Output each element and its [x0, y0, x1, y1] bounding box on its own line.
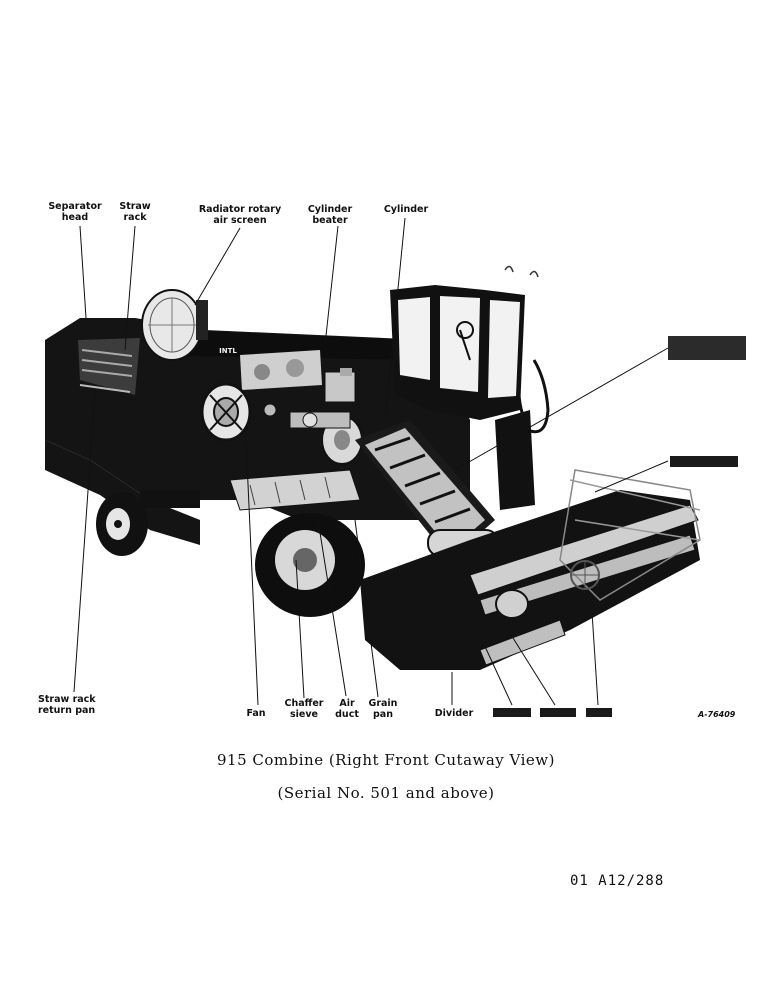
label-grain-pan-line1: Grain: [368, 698, 398, 709]
redacted-label-5: [586, 708, 612, 717]
label-radiator-screen: Radiator rotary air screen: [190, 204, 290, 226]
threshing-cylinder: [289, 411, 363, 465]
label-straw-rack-return-pan: Straw rack return pan: [38, 694, 108, 716]
redacted-label-2: [670, 456, 738, 467]
label-straw-rack-line1: Straw: [119, 201, 151, 212]
label-air-duct-line1: Air: [339, 698, 355, 709]
leader-lines: [73, 217, 669, 706]
straw-rack-area: [78, 338, 140, 395]
label-radiator-screen-line1: Radiator rotary: [198, 204, 282, 215]
label-chaffer-sieve-line2: sieve: [290, 709, 318, 720]
redacted-label-1: [668, 336, 746, 360]
chaffer-sieve-area: [229, 469, 361, 511]
label-grain-pan: Grain pan: [364, 698, 402, 720]
label-cylinder-beater: Cylinder beater: [300, 204, 360, 226]
figure-caption-serial: (Serial No. 501 and above): [277, 784, 495, 802]
label-chaffer-sieve: Chaffer sieve: [280, 698, 328, 720]
label-radiator-screen-line2: air screen: [213, 215, 267, 226]
machine-badge: INTL: [219, 347, 237, 355]
drive-wheel: [255, 513, 365, 617]
redacted-label-4: [540, 708, 576, 717]
label-cylinder-beater-line2: beater: [312, 215, 348, 226]
label-straw-rack-return-pan-line1: Straw rack: [38, 694, 96, 705]
label-straw-rack-line2: rack: [123, 212, 147, 223]
label-chaffer-sieve-line1: Chaffer: [284, 698, 324, 709]
label-air-duct-line2: duct: [335, 709, 359, 720]
label-cylinder-beater-line1: Cylinder: [307, 204, 353, 215]
rear-wheel: [96, 490, 200, 556]
label-separator-head-line2: head: [61, 212, 89, 223]
label-air-duct: Air duct: [332, 698, 362, 720]
fan-assembly: [200, 382, 277, 442]
redacted-label-3: [493, 708, 531, 717]
label-straw-rack-return-pan-line2: return pan: [38, 705, 96, 716]
label-fan: Fan: [246, 708, 266, 719]
radiator-rotary-screen: [141, 289, 208, 361]
label-separator-head: Separator head: [48, 201, 102, 223]
operator-cab: [390, 265, 539, 420]
label-divider: Divider: [434, 708, 474, 719]
label-grain-pan-line2: pan: [373, 709, 393, 720]
label-straw-rack: Straw rack: [112, 201, 158, 223]
drawing-number: A-76409: [698, 710, 736, 719]
engine-area: [240, 350, 356, 403]
label-cylinder: Cylinder: [383, 204, 429, 215]
page-code: 01 A12/288: [570, 873, 665, 889]
figure-caption-title: 915 Combine (Right Front Cutaway View): [217, 751, 555, 769]
cab-ladder: [495, 359, 550, 510]
header-reel: [559, 469, 701, 601]
label-separator-head-line1: Separator: [48, 201, 102, 212]
